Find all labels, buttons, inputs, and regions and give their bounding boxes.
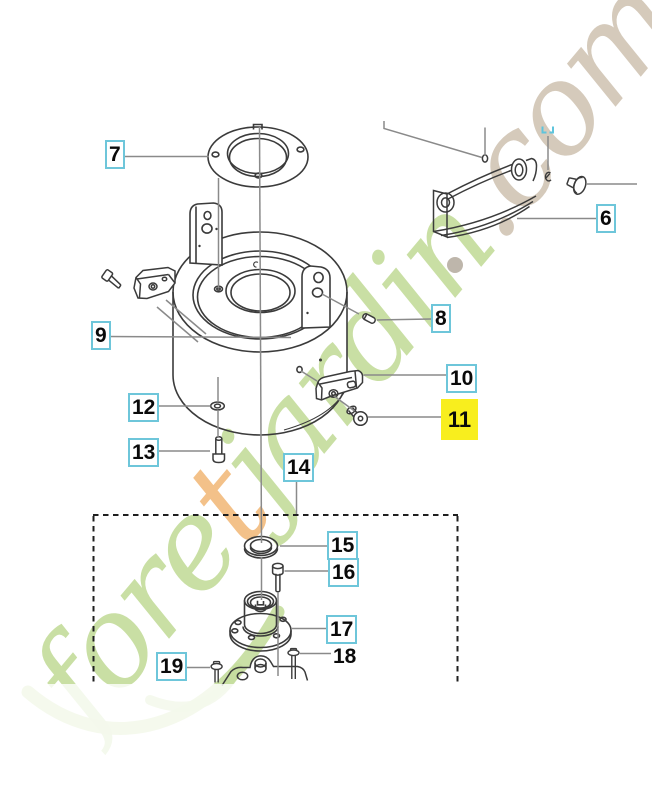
part-guard-bracket-6 — [432, 154, 538, 239]
detail-boundary-dashed-box — [92, 514, 459, 682]
part-hub-17 — [229, 590, 292, 652]
part-pin-8 — [362, 313, 376, 324]
callout-17[interactable]: 17 — [326, 615, 358, 644]
part-bolt-13 — [212, 435, 226, 464]
callout-8[interactable]: 8 — [431, 304, 451, 333]
callout-11-highlighted[interactable]: 11 — [441, 399, 478, 440]
part-brake-pad-left — [133, 266, 176, 300]
part-screw-19 — [210, 660, 223, 683]
part-clip-retainer — [544, 171, 552, 182]
cyan-bracket-marker — [541, 126, 554, 134]
leader-lines — [106, 121, 637, 676]
callout-16[interactable]: 16 — [328, 558, 360, 587]
part-bolt-16 — [271, 562, 284, 593]
part-mount-plate — [221, 655, 309, 686]
callout-19[interactable]: 19 — [156, 652, 188, 681]
callout-13[interactable]: 13 — [128, 438, 160, 467]
callout-9[interactable]: 9 — [91, 321, 111, 350]
callout-6[interactable]: 6 — [596, 204, 616, 233]
callout-15[interactable]: 15 — [327, 531, 359, 560]
part-drum-ear-left — [189, 202, 223, 266]
part-bolt-left — [101, 269, 122, 289]
part-drum-ear-right — [301, 265, 331, 329]
callout-18[interactable]: 18 — [333, 645, 357, 668]
callout-12[interactable]: 12 — [128, 393, 160, 422]
callout-7[interactable]: 7 — [105, 140, 125, 169]
part-plug-6 — [566, 175, 587, 195]
callout-14[interactable]: 14 — [283, 453, 315, 482]
bottom-fade-overlay — [0, 684, 652, 800]
callout-10[interactable]: 10 — [446, 364, 478, 393]
part-brake-pad-10 — [315, 369, 364, 401]
part-screw-18 — [287, 647, 300, 679]
part-washer-12 — [209, 401, 226, 411]
watermark-i-dot — [447, 257, 463, 273]
part-flange-ring — [207, 123, 309, 188]
